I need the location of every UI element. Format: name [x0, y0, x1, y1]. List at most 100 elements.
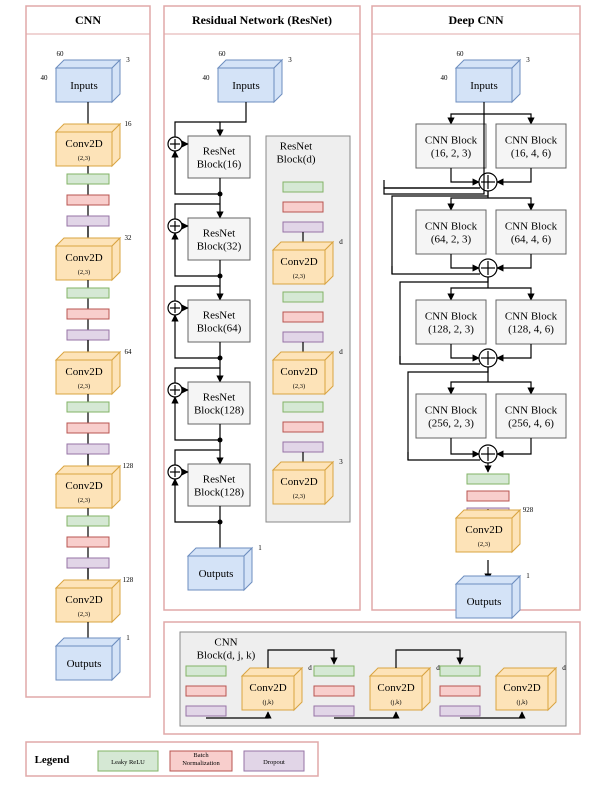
resnet-detail-1-conv2d-label: Conv2D [280, 366, 317, 378]
deep-split-l-2 [447, 381, 488, 395]
deep-conv2d-label: Conv2D [465, 524, 502, 536]
deep-outputs-label: Outputs [467, 596, 502, 608]
cnn-block-1-conv2d-kernel: (j,k) [390, 699, 401, 706]
resnet-return-3 [171, 396, 220, 441]
cube-top [54, 637, 122, 647]
cnn-1-conv2d-label: Conv2D [65, 252, 102, 264]
cube-top [54, 123, 122, 133]
cnn-3-conv2d-filters: 128 [123, 462, 134, 470]
resnet-detail-0-conv2d-filters: d [339, 238, 343, 246]
cnn-block-1-batch-norm-bar [313, 685, 355, 697]
deep-block-3-a-label: CNN Block(256, 2, 3) [425, 405, 478, 430]
deep-inputs-dim-1: 60 [457, 50, 465, 58]
legend-batch-norm-swatch [169, 750, 233, 772]
resnet-skip-3 [174, 367, 220, 383]
resnet-in-arrow [216, 102, 247, 137]
resnet-detail-2-conv2d-cube [271, 460, 335, 506]
resnet-detail-0-batch-norm-bar [282, 201, 324, 213]
cube-top [368, 667, 432, 677]
legend-title: Legend [35, 754, 70, 766]
cube-front [455, 67, 513, 103]
legend-leaky-relu: Leaky ReLU [111, 759, 145, 766]
cnn-block-feed-1 [334, 711, 400, 719]
cube-top [54, 579, 122, 589]
cube-side [293, 666, 303, 712]
deep-split-r-2 [488, 381, 535, 395]
deep-block-2-a-label: CNN Block(128, 2, 3) [425, 311, 478, 336]
deep-conv2d-cube [454, 508, 522, 554]
cnn-2-conv2d-filters: 64 [125, 348, 133, 356]
resnet-outputs-label: Outputs [199, 568, 234, 580]
cnn-block-2-dropout-bar [439, 705, 481, 717]
cnn-1-conv2d-filters: 32 [125, 234, 133, 242]
cnn-block-1-leaky-relu-bar [313, 665, 355, 677]
cnn-inputs-dim-3: 3 [126, 56, 130, 64]
cube-top [271, 461, 335, 471]
cnn-0-conv2d-cube [54, 122, 122, 168]
cnn-block-0-conv2d-kernel: (j,k) [262, 699, 273, 706]
cnn-3-leaky-relu-bar [66, 515, 110, 527]
deep-skip-bus-0 [391, 191, 489, 274]
cnn-3-dropout-bar [66, 557, 110, 569]
cnn-block-1-conv2d-filters: d [436, 664, 440, 672]
cube-front [272, 469, 326, 505]
deep-conv2d-kernel: (2,3) [478, 541, 490, 548]
cube-front [55, 645, 113, 681]
cube-front [55, 245, 113, 281]
cube-side [511, 574, 521, 620]
cnn-4-conv2d-kernel: (2,3) [78, 611, 90, 618]
cube-top [54, 351, 122, 361]
cube-top [240, 667, 304, 677]
cube-side [111, 636, 121, 682]
cube-side [111, 58, 121, 104]
cube-side [111, 464, 121, 510]
cnn-block-link-0 [267, 649, 338, 668]
cnn-block-0-leaky-relu-bar [185, 665, 227, 677]
resnet-detail-1-conv2d-kernel: (2,3) [293, 383, 305, 390]
deep-cnn-title: Deep CNN [449, 13, 504, 27]
deep-inputs-dim-2: 40 [441, 74, 449, 82]
resnet-inputs-dim-2: 40 [203, 74, 211, 82]
cube-side [324, 460, 334, 506]
cube-top [271, 241, 335, 251]
deep-batch-norm-bar [466, 490, 510, 502]
cnn-0-conv2d-kernel: (2,3) [78, 155, 90, 162]
cnn-inputs-label: Inputs [70, 80, 98, 92]
cube-front [455, 583, 513, 619]
cnn-block-2-conv2d-kernel: (j,k) [516, 699, 527, 706]
deep-split-r-in [484, 113, 535, 125]
deep-block-2-b-label: CNN Block(128, 4, 6) [505, 311, 558, 336]
cnn-block-0-batch-norm-bar [185, 685, 227, 697]
resnet-detail-2-batch-norm-bar [282, 421, 324, 433]
deep-inputs-label: Inputs [470, 80, 498, 92]
cnn-inputs-cube [54, 58, 122, 104]
cube-top [186, 547, 254, 557]
cnn-title: CNN [75, 13, 101, 27]
cube-front [55, 587, 113, 623]
cube-front [55, 131, 113, 167]
cube-front [455, 517, 513, 553]
resnet-detail-1-dropout-bar [282, 331, 324, 343]
resnet-inputs-cube [216, 58, 284, 104]
resnet-block-3 [187, 381, 251, 425]
legend-dropout: Dropout [263, 759, 285, 766]
resnet-inputs-dim-1: 60 [219, 50, 227, 58]
deep-merge-l-3 [450, 438, 480, 458]
cube-side [111, 578, 121, 624]
resnet-block-1 [187, 217, 251, 261]
cnn-2-dropout-bar [66, 443, 110, 455]
resnet-detail-1-batch-norm-bar [282, 311, 324, 323]
cube-side [111, 236, 121, 282]
deep-split-l-in [447, 102, 485, 125]
cnn-2-conv2d-label: Conv2D [65, 366, 102, 378]
deep-split-r-1 [488, 287, 535, 301]
resnet-detail-2-conv2d-filters: 3 [339, 458, 343, 466]
cnn-2-batch-norm-bar [66, 422, 110, 434]
cube-front [187, 555, 245, 591]
cnn-0-conv2d-filters: 16 [125, 120, 133, 128]
cnn-1-dropout-bar [66, 329, 110, 341]
deep-block-1-b [495, 209, 567, 255]
